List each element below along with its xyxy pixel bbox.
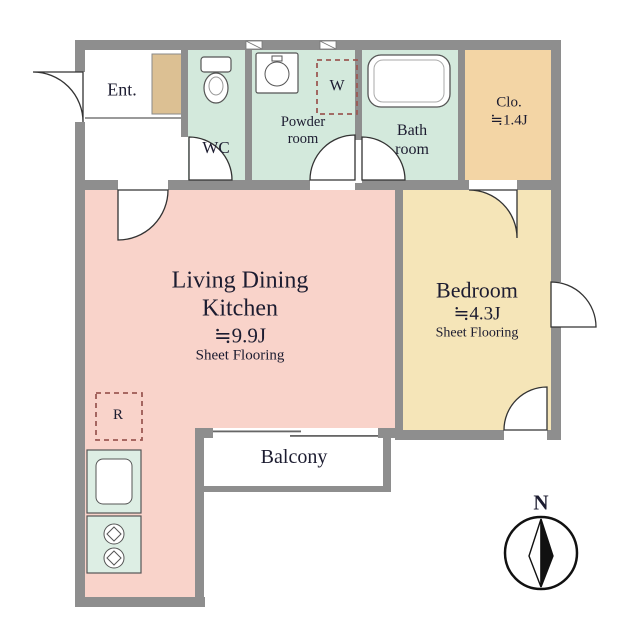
fridge-label: R xyxy=(112,407,124,424)
ldk-door-arc xyxy=(117,189,169,241)
bedroom-door-arc xyxy=(468,189,518,239)
closet-floor xyxy=(458,45,558,185)
bedroom-balcony-door-arc xyxy=(503,386,548,431)
bath-room-label: Bath room xyxy=(395,122,429,158)
fridge-box xyxy=(95,392,143,441)
pipe-space-boxes xyxy=(245,40,337,50)
shoe-cabinet xyxy=(151,53,184,115)
sliding-door xyxy=(213,430,301,433)
bathtub-icon xyxy=(367,54,451,108)
vanity-sink-icon xyxy=(255,52,299,94)
bedroom-label: Bedroom ≒4.3J Sheet Flooring xyxy=(435,277,519,341)
sliding-door xyxy=(290,435,378,437)
stove-icon xyxy=(86,515,142,574)
bedroom-window-arc xyxy=(550,281,597,328)
compass-icon xyxy=(503,515,579,591)
wc-label: WC xyxy=(202,137,230,157)
room-floors xyxy=(80,45,558,602)
ldk-label: Living Dining Kitchen ≒9.9J Sheet Floori… xyxy=(171,267,309,364)
door-arcs xyxy=(32,71,597,431)
powder-room-label: Powder room xyxy=(280,113,326,147)
balcony-label: Balcony xyxy=(260,446,328,469)
entrance-door-arc xyxy=(32,71,84,123)
entrance-label: Ent. xyxy=(107,79,137,100)
wc-door-arc xyxy=(188,136,233,181)
washer-box xyxy=(316,59,358,115)
north-label: N xyxy=(533,490,549,515)
closet-label: Clo. ≒1.4J xyxy=(490,94,528,128)
washer-label: W xyxy=(329,77,345,95)
walls xyxy=(75,40,561,607)
kitchen-sink-icon xyxy=(86,449,142,514)
powder-door-arc xyxy=(309,134,356,181)
toilet-icon xyxy=(200,56,232,104)
bath-door-arc xyxy=(361,136,406,181)
